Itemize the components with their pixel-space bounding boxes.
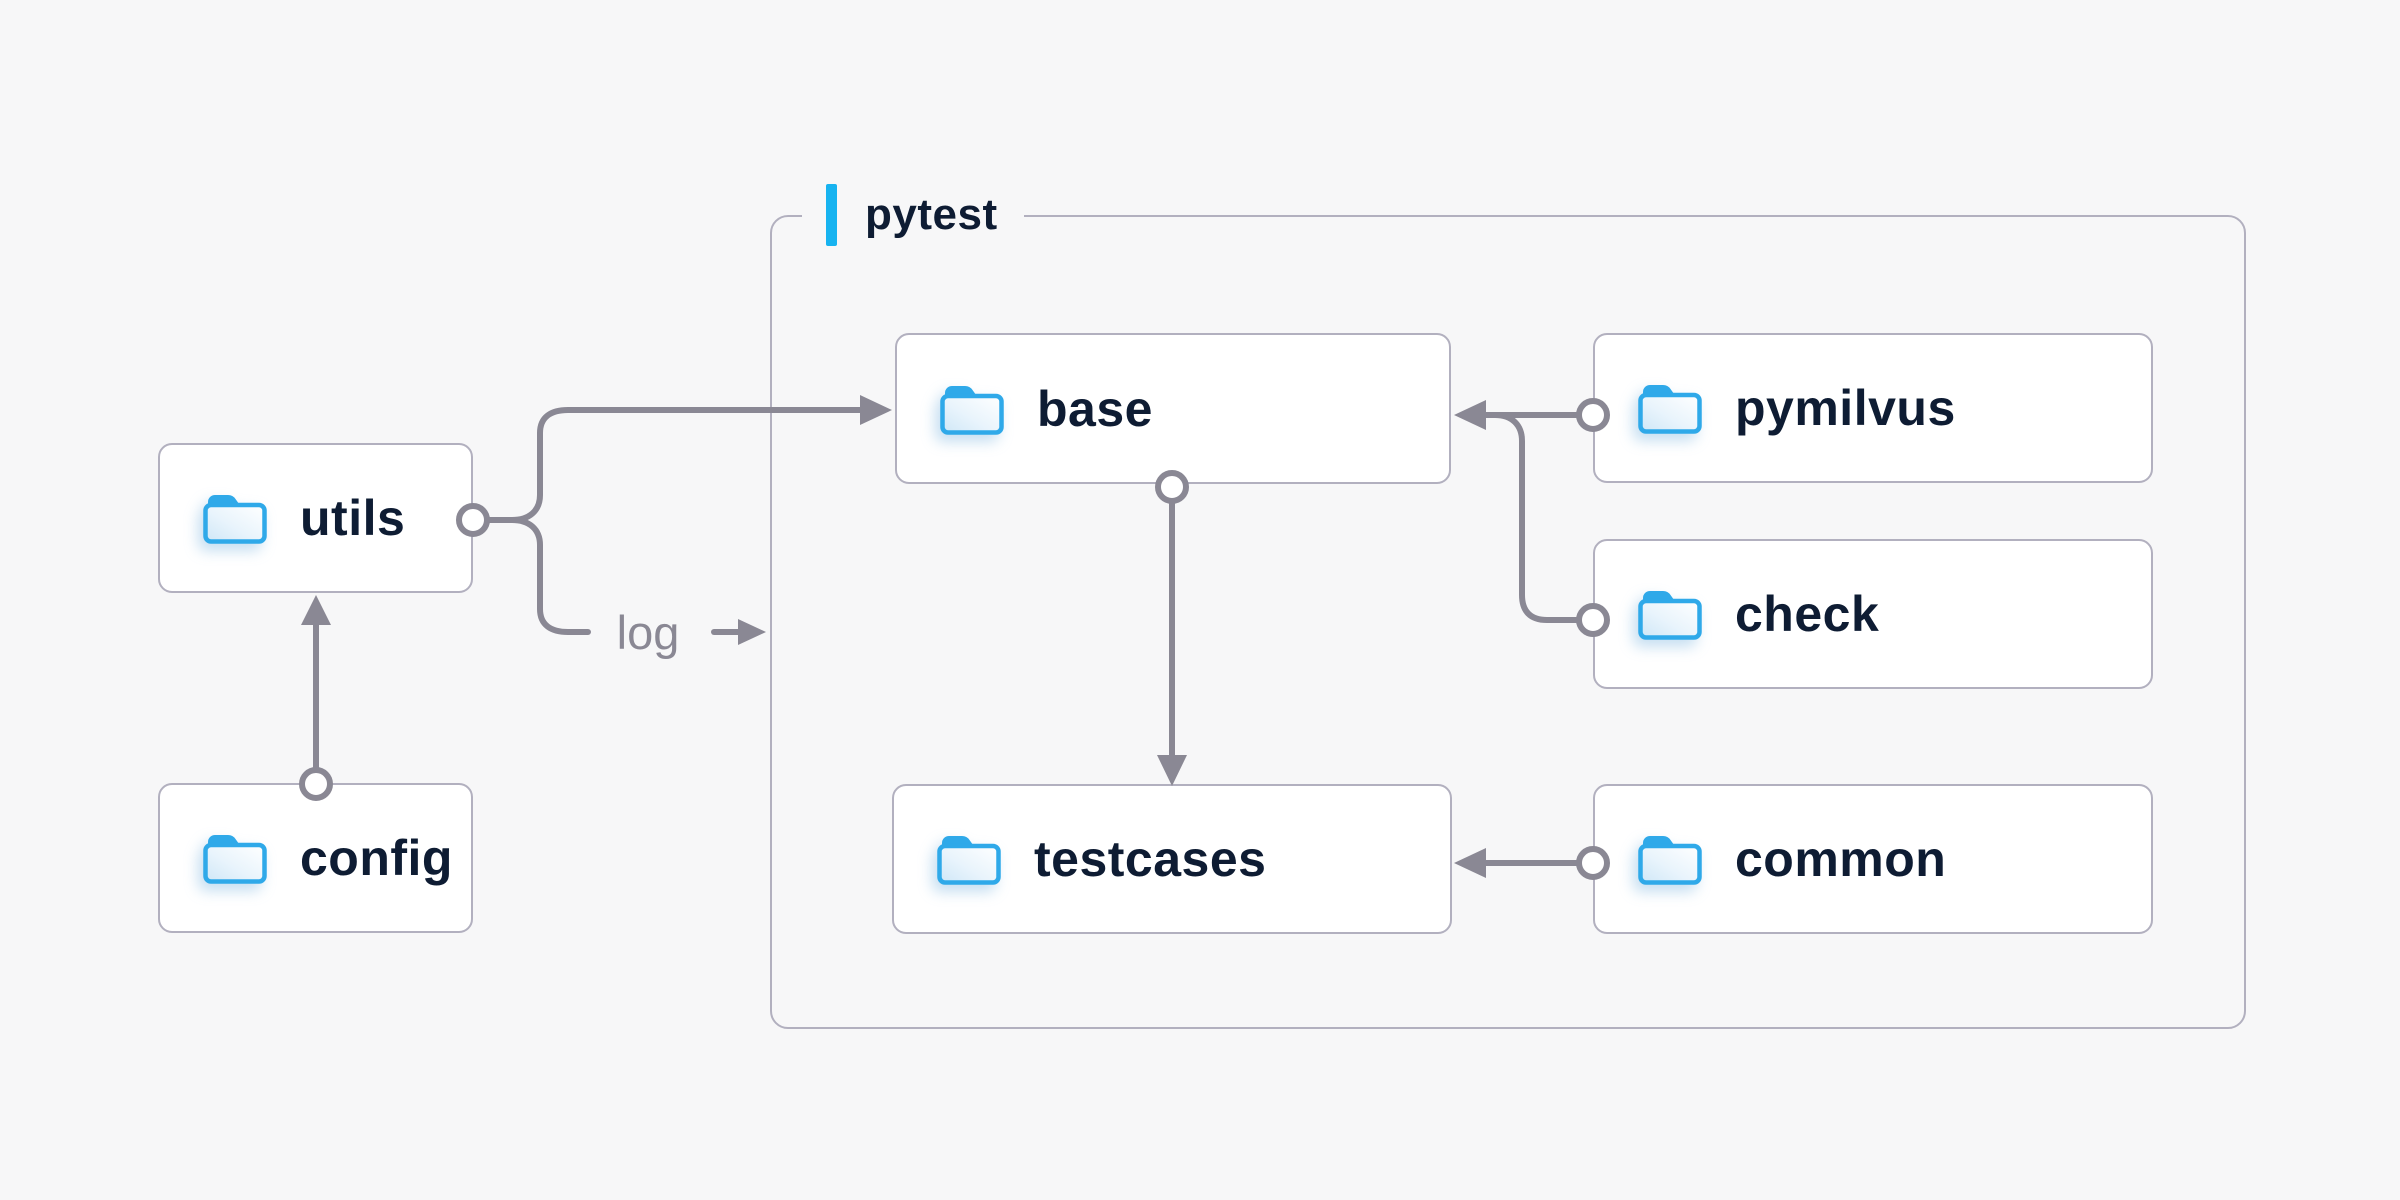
node-pymilvus-label: pymilvus (1735, 380, 1956, 436)
node-check-label: check (1735, 586, 1880, 642)
node-config: config (158, 783, 473, 933)
node-base-label: base (1037, 380, 1153, 437)
folder-icon (202, 491, 268, 545)
edge-config-utils (301, 595, 331, 772)
folder-icon (936, 832, 1002, 886)
node-utils: utils (158, 443, 473, 593)
node-pymilvus: pymilvus (1593, 333, 2153, 483)
folder-icon (939, 382, 1005, 436)
folder-icon (1637, 587, 1703, 641)
node-utils-label: utils (300, 490, 406, 546)
pytest-group-label: pytest (802, 183, 1024, 247)
accent-bar-icon (826, 184, 837, 246)
folder-icon (1637, 381, 1703, 435)
node-testcases: testcases (892, 784, 1452, 934)
node-base: base (895, 333, 1451, 484)
folder-icon (202, 831, 268, 885)
node-config-label: config (300, 830, 453, 886)
node-testcases-label: testcases (1034, 831, 1267, 887)
folder-icon (1637, 832, 1703, 886)
node-check: check (1593, 539, 2153, 689)
node-common-label: common (1735, 831, 1947, 887)
log-annotation-label: log (616, 605, 680, 659)
group-label-text: pytest (865, 190, 998, 239)
node-common: common (1593, 784, 2153, 934)
pytest-group-container (770, 215, 2246, 1029)
